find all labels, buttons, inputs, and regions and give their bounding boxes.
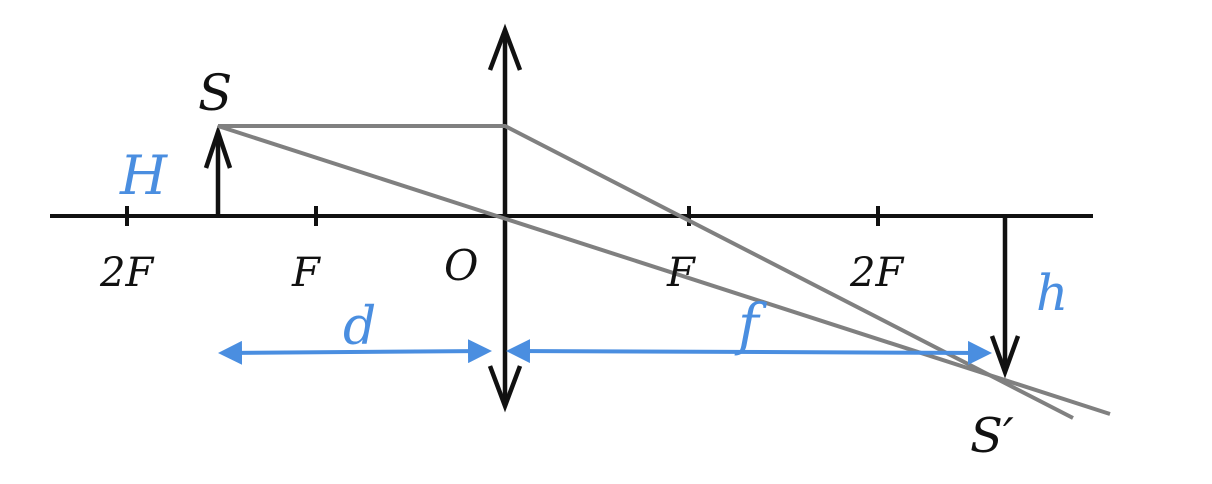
- object-distance-arrow: [218, 339, 492, 365]
- image-height-label: h: [1036, 264, 1068, 322]
- left-2f-label: 2F: [99, 250, 154, 296]
- image-label: S′: [970, 408, 1014, 464]
- image-arrowhead: [989, 335, 1021, 379]
- left-f-label: F: [291, 250, 321, 296]
- object-height-label: H: [119, 144, 168, 207]
- lens-bottom-arrowhead: [487, 365, 523, 413]
- object-arrowhead: [203, 124, 233, 169]
- central-ray: [217, 124, 1111, 416]
- object-label: S: [198, 64, 232, 122]
- object-distance-label: d: [343, 297, 376, 357]
- lens-top-arrowhead: [487, 23, 523, 71]
- right-f-label: F: [666, 250, 696, 296]
- parallel-ray: [218, 124, 1074, 420]
- image-distance-arrow: [506, 339, 992, 365]
- right-2f-label: 2F: [849, 250, 904, 296]
- origin-label: O: [444, 241, 478, 290]
